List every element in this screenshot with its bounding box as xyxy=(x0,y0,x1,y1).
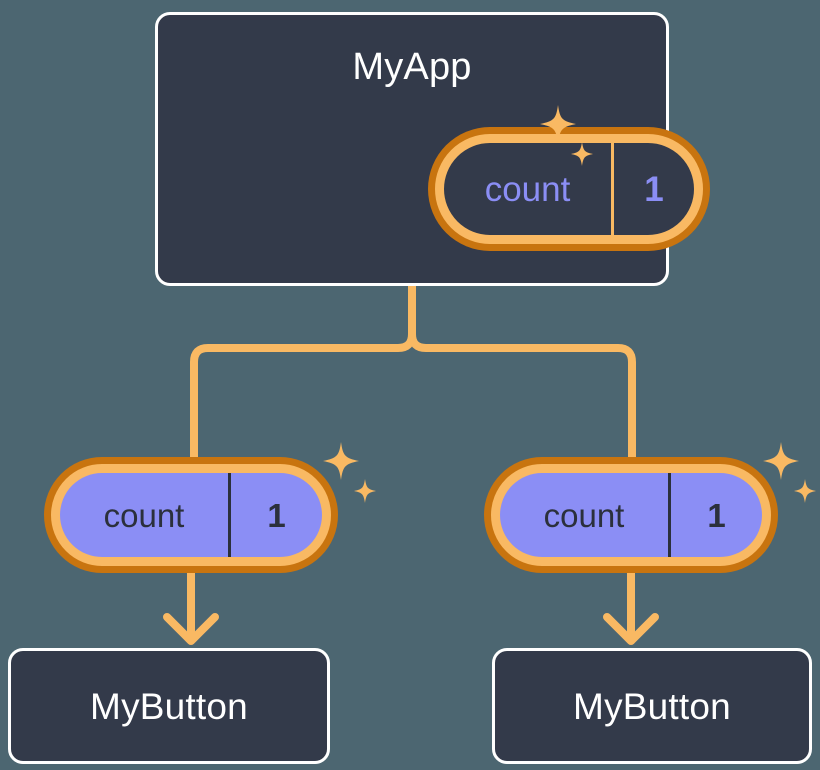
signal-value: 1 xyxy=(611,143,694,235)
component-card-mybutton-right[interactable]: MyButton xyxy=(492,648,812,764)
component-card-mybutton-left[interactable]: MyButton xyxy=(8,648,330,764)
signal-value: 1 xyxy=(228,473,322,557)
signal-name: count xyxy=(103,496,185,534)
signal-pill-body: count 1 xyxy=(435,134,703,244)
signal-pill-body: count 1 xyxy=(51,464,331,566)
component-title: MyApp xyxy=(352,46,472,88)
signal-pill-left[interactable]: count 1 xyxy=(44,457,338,573)
component-card-myapp[interactable]: MyApp count 1 xyxy=(155,12,710,286)
arrow-head-left xyxy=(163,613,219,645)
signal-name: count xyxy=(484,169,571,209)
signal-pill-myapp[interactable]: count 1 xyxy=(428,127,710,251)
arrow-head-right xyxy=(603,613,659,645)
signal-pill-right[interactable]: count 1 xyxy=(484,457,778,573)
component-title: MyButton xyxy=(573,685,731,727)
signal-value: 1 xyxy=(668,473,762,557)
signal-pill-body: count 1 xyxy=(491,464,771,566)
signal-name: count xyxy=(543,496,625,534)
tree-branch-connector xyxy=(190,279,636,466)
component-title: MyButton xyxy=(90,685,248,727)
